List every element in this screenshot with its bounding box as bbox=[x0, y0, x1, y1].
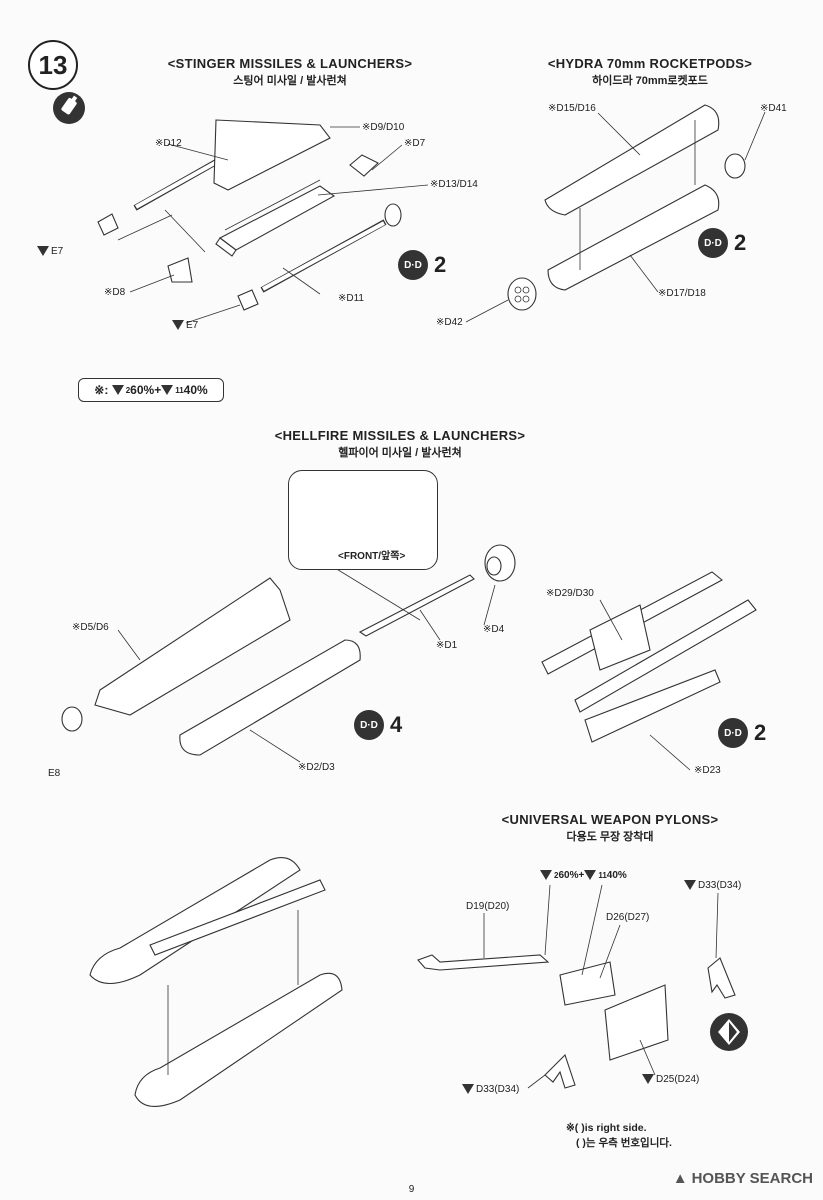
label-d12: ※D12 bbox=[155, 138, 182, 149]
pylon-assembly bbox=[417, 954, 736, 1089]
cement-icon bbox=[53, 92, 85, 124]
label-d11: ※D11 bbox=[338, 293, 364, 304]
hellfire-assembled-upper bbox=[89, 857, 326, 985]
d4-cap bbox=[484, 544, 516, 582]
label-d2-d3: ※D2/D3 bbox=[298, 762, 335, 773]
e-part-marker-icon bbox=[462, 1084, 474, 1095]
e-part-marker-icon bbox=[642, 1074, 654, 1085]
d7-part bbox=[349, 154, 379, 177]
rail-quantity: D·D 2 bbox=[718, 718, 766, 748]
stinger-missile-lower bbox=[260, 203, 402, 293]
front-detail-callout bbox=[288, 470, 438, 570]
stinger-missile-upper bbox=[133, 119, 331, 211]
label-d7: ※D7 bbox=[404, 138, 426, 149]
hellfire-subtitle: 헬파이어 미사일 / 발사런쳐 bbox=[338, 447, 462, 459]
label-d1: ※D1 bbox=[436, 640, 458, 651]
color-number-icon bbox=[540, 870, 552, 881]
label-d19-d20: D19(D20) bbox=[466, 901, 510, 912]
label-d25-d24: D25(D24) bbox=[642, 1074, 699, 1085]
hellfire-missile-body bbox=[61, 639, 361, 756]
label-d17-d18: ※D17/D18 bbox=[658, 288, 706, 299]
hellfire-launcher-rail bbox=[94, 577, 291, 716]
pylons-title: <UNIVERSAL WEAPON PYLONS> bbox=[501, 812, 719, 827]
d-runner-icon: D·D bbox=[718, 718, 748, 748]
hellfire-quantity: D·D 4 bbox=[354, 710, 402, 740]
front-label: <FRONT/앞쪽> bbox=[338, 551, 406, 562]
e-part-marker-icon bbox=[684, 880, 696, 891]
e-part-marker-icon bbox=[37, 246, 49, 257]
stinger-launcher bbox=[215, 179, 336, 257]
label-d4: ※D4 bbox=[483, 624, 505, 635]
label-e8: E8 bbox=[48, 768, 61, 779]
step-number: 13 bbox=[28, 40, 78, 90]
label-d33-d34-bottom: D33(D34) bbox=[462, 1084, 519, 1095]
label-d26-d27: D26(D27) bbox=[606, 912, 650, 923]
flip-direction-icon bbox=[710, 1013, 748, 1051]
label-d13-d14: ※D13/D14 bbox=[430, 179, 478, 190]
hydra-quantity: D·D 2 bbox=[698, 228, 746, 258]
watermark: ▲ HOBBY SEARCH bbox=[672, 1170, 813, 1187]
label-d8: ※D8 bbox=[104, 287, 126, 298]
label-d5-d6: ※D5/D6 bbox=[72, 622, 109, 633]
twin-rail-launcher bbox=[541, 571, 757, 743]
color-number-icon bbox=[584, 870, 597, 881]
d1-fin bbox=[358, 574, 475, 637]
label-d23: ※D23 bbox=[694, 765, 721, 776]
page-number: 9 bbox=[408, 1184, 415, 1195]
hydra-pod bbox=[507, 104, 746, 311]
hellfire-title: <HELLFIRE MISSILES & LAUNCHERS> bbox=[274, 428, 526, 443]
stinger-subtitle: 스팅어 미사일 / 발사런쳐 bbox=[233, 75, 347, 87]
label-d15-d16: ※D15/D16 bbox=[548, 103, 596, 114]
d-runner-icon: D·D bbox=[354, 710, 384, 740]
label-d29-d30: ※D29/D30 bbox=[546, 588, 594, 599]
e7-cap-lower bbox=[237, 289, 259, 311]
d8-part bbox=[167, 257, 193, 283]
label-d9-d10: ※D9/D10 bbox=[362, 122, 405, 133]
hellfire-assembled-lower bbox=[134, 972, 343, 1107]
hydra-subtitle: 하이드라 70mm로켓포드 bbox=[592, 75, 708, 87]
d-runner-icon: D·D bbox=[398, 250, 428, 280]
label-e7-lower: E7 bbox=[172, 320, 198, 331]
e7-cap-upper bbox=[97, 213, 119, 236]
color-number-icon bbox=[161, 385, 174, 395]
label-d41: ※D41 bbox=[760, 103, 787, 114]
pylons-subtitle: 다용도 무장 장착대 bbox=[566, 831, 654, 843]
note-right-side: ※( )is right side. ( )는 우측 번호입니다. bbox=[566, 1122, 672, 1149]
watermark-logo: ▲ bbox=[672, 1170, 688, 1187]
pylon-color-mix: 260%+1140% bbox=[540, 870, 627, 881]
hydra-title: <HYDRA 70mm ROCKETPODS> bbox=[547, 56, 753, 71]
stinger-title: <STINGER MISSILES & LAUNCHERS> bbox=[167, 56, 413, 71]
stinger-quantity: D·D 2 bbox=[398, 250, 446, 280]
label-e7-upper: E7 bbox=[37, 246, 63, 257]
color-number-icon bbox=[111, 385, 124, 395]
d-runner-icon: D·D bbox=[698, 228, 728, 258]
e-part-marker-icon bbox=[172, 320, 184, 331]
label-d33-d34-top: D33(D34) bbox=[684, 880, 741, 891]
label-d42: ※D42 bbox=[436, 317, 463, 328]
